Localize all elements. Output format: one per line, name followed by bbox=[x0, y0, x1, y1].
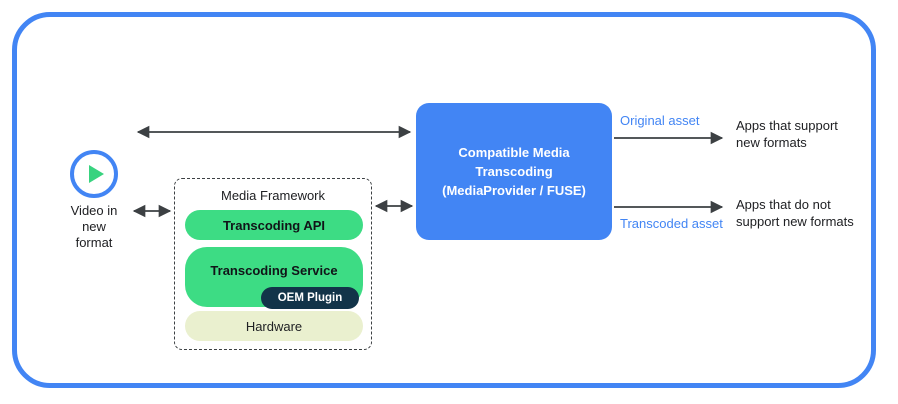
video-source-label-line1: Video in bbox=[70, 203, 118, 218]
compatible-media-transcoding-box[interactable]: Compatible Media Transcoding (MediaProvi… bbox=[416, 103, 612, 240]
media-framework-box: Media Framework Transcoding API Transcod… bbox=[174, 178, 372, 350]
apps-no-support-line2: support new formats bbox=[736, 214, 854, 229]
apps-support-line1: Apps that support bbox=[736, 118, 838, 133]
apps-support-line2: new formats bbox=[736, 135, 807, 150]
video-source-label-line3: format bbox=[75, 235, 113, 250]
apps-support-label: Apps that support new formats bbox=[736, 117, 838, 151]
cmt-line1: Compatible Media bbox=[458, 145, 570, 160]
oem-plugin-badge[interactable]: OEM Plugin bbox=[261, 287, 359, 309]
cmt-line3: (MediaProvider / FUSE) bbox=[442, 183, 586, 198]
play-circle-icon bbox=[70, 150, 118, 198]
hardware-label: Hardware bbox=[245, 318, 303, 334]
media-framework-title: Media Framework bbox=[220, 188, 326, 203]
video-source-label: Video in new format bbox=[44, 203, 144, 251]
play-triangle-icon bbox=[89, 165, 104, 183]
transcoded-asset-label: Transcoded asset bbox=[620, 216, 723, 231]
transcoding-api-label: Transcoding API bbox=[222, 217, 326, 233]
apps-no-support-label: Apps that do not support new formats bbox=[736, 196, 854, 230]
cmt-line2: Transcoding bbox=[475, 164, 553, 179]
transcoding-api-block[interactable]: Transcoding API bbox=[185, 210, 363, 240]
transcoding-service-label: Transcoding Service bbox=[210, 263, 338, 278]
original-asset-label: Original asset bbox=[620, 113, 700, 128]
apps-no-support-line1: Apps that do not bbox=[736, 197, 831, 212]
hardware-block[interactable]: Hardware bbox=[185, 311, 363, 341]
compatible-media-transcoding-text: Compatible Media Transcoding (MediaProvi… bbox=[416, 143, 612, 200]
oem-plugin-label: OEM Plugin bbox=[277, 292, 343, 304]
video-source-label-line2: new bbox=[82, 219, 106, 234]
